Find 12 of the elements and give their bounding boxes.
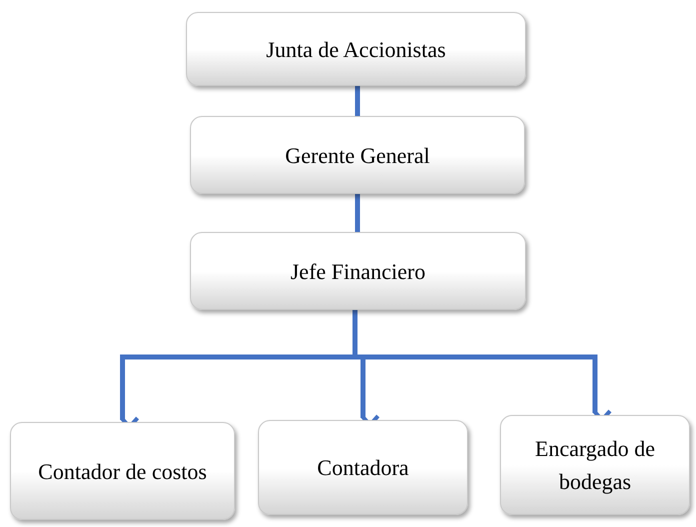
org-box [190,116,525,194]
box-label: Gerente General [285,142,430,170]
box-label: Contadora [317,454,409,482]
org-box [190,232,526,310]
box-label: Junta de Accionistas [266,36,446,64]
box-label: Jefe Financiero [290,258,426,286]
box-label: Encargado de bodegas [534,435,656,496]
org-box [258,420,468,515]
box-label: Contador de costos [38,458,207,486]
org-box [186,12,526,86]
org-box [10,422,235,520]
org-box [500,415,690,515]
